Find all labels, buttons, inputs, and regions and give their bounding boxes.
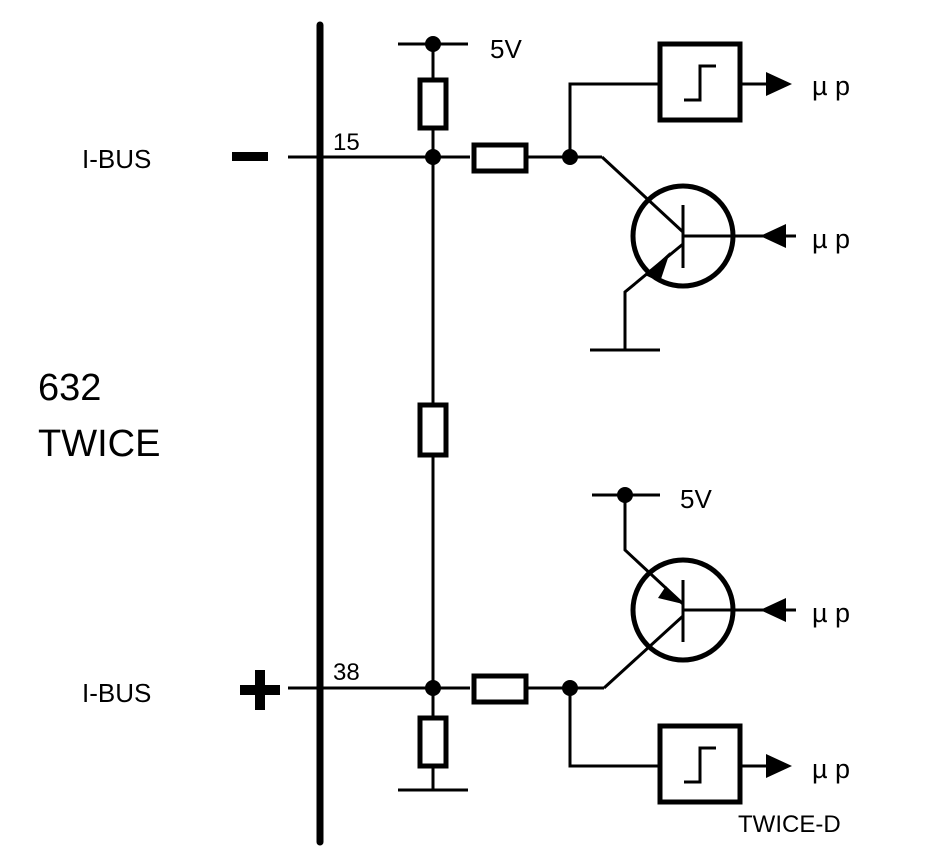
arrow-transistor-bottom (760, 598, 786, 622)
diagram-id-label: TWICE-D (738, 811, 841, 838)
resistor-pulldown (417, 715, 449, 769)
resistor-middle (417, 402, 449, 458)
ibus-plus-label: I-BUS (82, 678, 151, 708)
supply-5v-top-label: 5V (490, 34, 522, 64)
arrow-comparator-top (766, 72, 792, 96)
pin-15-label: 15 (333, 129, 360, 156)
schmitt-symbol-top (684, 64, 716, 102)
transistor-top-emitter-arrow (645, 252, 670, 282)
transistor-bottom-emitter-arrow (658, 586, 683, 604)
module-name: TWICE (38, 423, 160, 465)
supply-5v-bottom-label: 5V (680, 484, 712, 514)
output-comparator-top-label: µ p (812, 71, 850, 101)
transistor-top-collector (600, 155, 685, 234)
wire-to-comparator-bottom (568, 688, 660, 768)
pin-38-label: 38 (333, 659, 360, 686)
ibus-minus-label: I-BUS (82, 144, 151, 174)
transistor-bottom-emitter (623, 495, 685, 606)
arrow-transistor-top (760, 224, 786, 248)
module-number: 632 (38, 367, 101, 409)
output-transistor-top-label: µ p (812, 224, 850, 254)
output-comparator-bottom-label: µ p (812, 754, 850, 784)
resistor-series-bottom (471, 673, 529, 705)
resistor-pullup (417, 77, 449, 131)
output-transistor-bottom-label: µ p (812, 598, 850, 628)
schmitt-symbol-bottom (684, 746, 716, 784)
arrow-comparator-bottom (766, 754, 792, 778)
transistor-bottom-collector (602, 614, 685, 690)
plus-icon (240, 670, 280, 710)
wire-to-comparator-top (568, 82, 660, 157)
minus-icon (232, 152, 268, 161)
resistor-series-top (471, 142, 529, 174)
